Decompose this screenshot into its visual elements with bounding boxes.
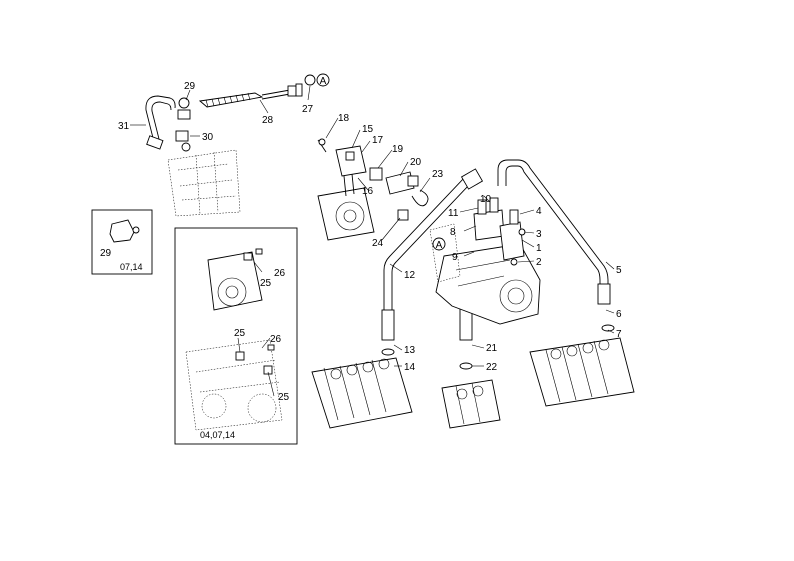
callout-3: 3 xyxy=(536,229,542,240)
callout-15: 15 xyxy=(362,124,374,135)
callout-5: 5 xyxy=(616,265,622,276)
callout-25-upper: 25 xyxy=(260,278,272,289)
callout-1: 1 xyxy=(536,243,542,254)
callout-27: 27 xyxy=(302,104,314,115)
callout-16: 16 xyxy=(362,186,374,197)
callout-25-lower: 25 xyxy=(278,392,290,403)
callout-12: 12 xyxy=(404,270,416,281)
callout-28: 28 xyxy=(262,115,274,126)
callout-numbers: 1 2 3 4 5 6 7 8 9 10 11 12 13 14 15 16 1… xyxy=(100,81,622,403)
inset-large-caption: 04,07,14 xyxy=(200,430,235,440)
marker-a-pump: A xyxy=(432,237,446,251)
marker-a-top: A xyxy=(316,73,330,87)
svg-text:A: A xyxy=(320,76,327,87)
callout-11: 11 xyxy=(448,208,459,219)
callout-26-lower: 26 xyxy=(270,334,282,345)
callout-30: 30 xyxy=(202,132,214,143)
pump-and-valve-block xyxy=(317,138,429,241)
callout-18: 18 xyxy=(338,113,350,124)
callout-20: 20 xyxy=(410,157,422,168)
main-pump xyxy=(429,197,541,325)
hydraulic-hoses xyxy=(381,159,611,341)
inset-large-frame xyxy=(174,227,298,445)
callout-21: 21 xyxy=(486,343,498,354)
callout-4: 4 xyxy=(536,206,542,217)
leader-lines xyxy=(130,85,615,397)
callout-8: 8 xyxy=(450,227,456,238)
svg-text:A: A xyxy=(436,240,443,251)
callout-9: 9 xyxy=(452,252,458,263)
callout-6: 6 xyxy=(616,309,622,320)
control-valve-left xyxy=(311,348,413,429)
callout-10: 10 xyxy=(480,194,492,205)
callout-17: 17 xyxy=(372,135,384,146)
inset-small-frame xyxy=(91,209,153,275)
callout-29-inset: 29 xyxy=(100,248,112,259)
callout-14: 14 xyxy=(404,362,416,373)
callout-19: 19 xyxy=(392,144,404,155)
control-valve-center xyxy=(441,362,501,429)
inset-small-caption: 07,14 xyxy=(120,262,143,272)
callout-22: 22 xyxy=(486,362,498,373)
callout-23: 23 xyxy=(432,169,444,180)
pipe-assembly-top-left xyxy=(145,74,316,217)
callout-25-middle: 25 xyxy=(234,328,246,339)
callout-24: 24 xyxy=(372,238,384,249)
callout-29-top: 29 xyxy=(184,81,196,92)
callout-13: 13 xyxy=(404,345,416,356)
control-valve-right xyxy=(529,324,635,407)
callout-26-upper: 26 xyxy=(274,268,286,279)
callout-31: 31 xyxy=(118,121,130,132)
callout-7: 7 xyxy=(616,329,622,340)
callout-2: 2 xyxy=(536,257,542,268)
